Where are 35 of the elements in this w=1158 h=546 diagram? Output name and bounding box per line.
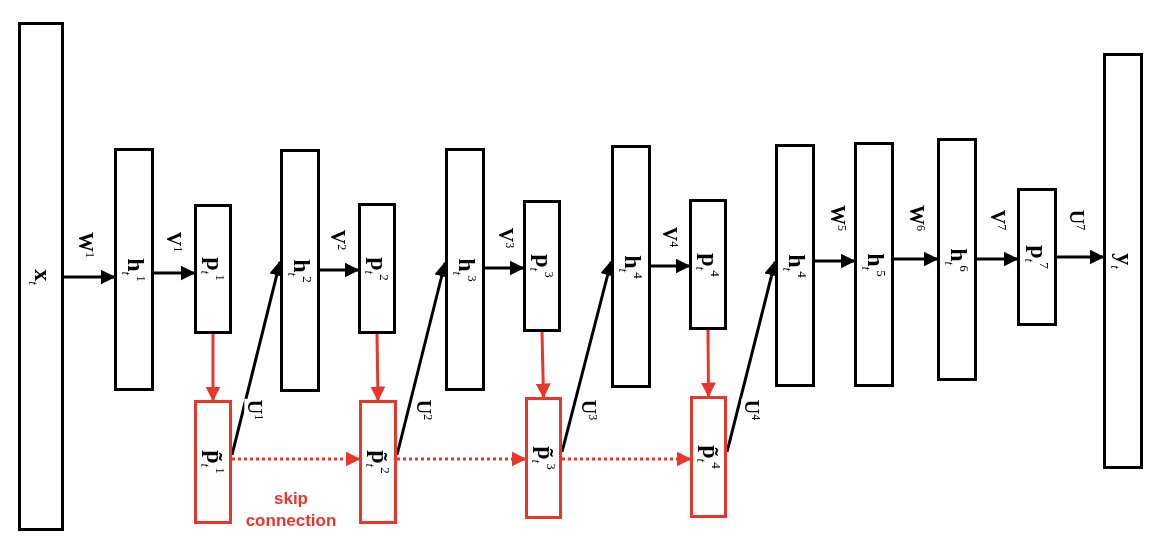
layer-box xyxy=(1103,53,1143,469)
arrow xyxy=(700,330,716,398)
arrow xyxy=(370,333,386,402)
arrow xyxy=(64,269,116,285)
arrow xyxy=(894,251,939,267)
skip-layer-box xyxy=(690,396,727,518)
arrow xyxy=(205,334,221,402)
layer-box xyxy=(18,22,64,531)
layer-box xyxy=(280,149,320,392)
layer-box xyxy=(114,148,154,391)
layer-box xyxy=(854,142,894,387)
layer-box xyxy=(523,200,561,332)
arrow xyxy=(320,262,360,278)
arrow xyxy=(977,251,1019,267)
dotted-arrow xyxy=(397,451,527,467)
layer-box xyxy=(775,144,815,387)
dotted-arrow xyxy=(232,451,361,467)
arrow xyxy=(535,331,551,399)
layer-box xyxy=(194,204,232,334)
arrow xyxy=(815,253,856,269)
layer-box xyxy=(358,203,396,334)
layer-box xyxy=(937,138,977,381)
annotation: skip connection xyxy=(244,488,338,533)
layer-box xyxy=(611,145,651,388)
skip-layer-box xyxy=(359,400,397,524)
skip-layer-box xyxy=(194,400,232,524)
arrow xyxy=(651,258,691,274)
arrow xyxy=(1057,249,1105,265)
skip-layer-box xyxy=(525,397,562,519)
layer-box xyxy=(1017,188,1057,326)
arrow xyxy=(154,265,196,281)
dotted-arrow xyxy=(562,451,692,467)
layer-box xyxy=(689,199,727,330)
arrow xyxy=(485,260,525,276)
layer-box xyxy=(445,148,485,391)
